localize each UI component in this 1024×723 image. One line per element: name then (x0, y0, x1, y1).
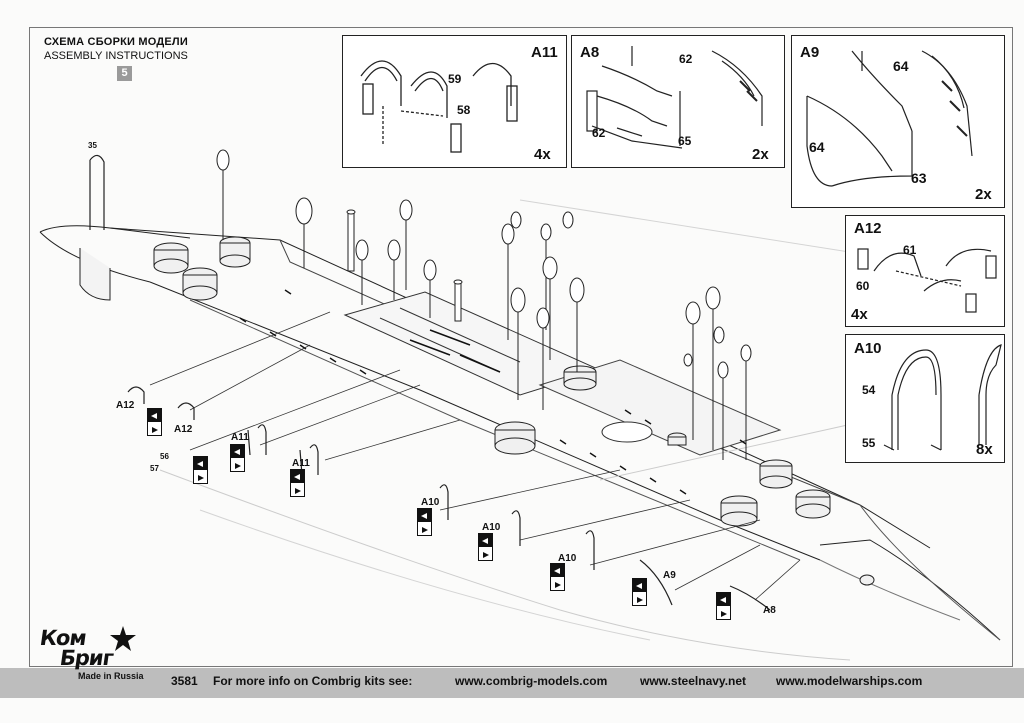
a11-parts-drawing (360, 60, 518, 153)
footer-info-text: For more info on Combrig kits see: (213, 674, 413, 688)
subassembly-a8-box: A8 62 62 65 2x (571, 35, 785, 168)
flip-orientation-icon (632, 578, 647, 606)
a9-part-64-top: 64 (893, 58, 909, 74)
link-steelnavy[interactable]: www.steelnavy.net (640, 674, 747, 688)
callout-part-56: 56 (160, 452, 169, 461)
flip-orientation-icon (193, 456, 208, 484)
a12-title: A12 (854, 220, 882, 237)
a12-quantity: 4x (851, 306, 868, 323)
flip-orientation-icon (550, 563, 565, 591)
a8-part-65: 65 (678, 134, 692, 148)
a12-part-61: 61 (903, 243, 917, 257)
subassembly-a10-box: A10 54 55 8x (845, 334, 1005, 463)
part-label-35: 35 (88, 141, 97, 150)
flip-orientation-icon (478, 533, 493, 561)
callout-a10-3: A10 (558, 553, 577, 564)
a8-quantity: 2x (752, 146, 769, 163)
a9-title: A9 (800, 44, 820, 61)
callout-a8: A8 (763, 605, 776, 616)
a10-parts-drawing (883, 344, 1002, 451)
callout-a12-2: A12 (174, 424, 193, 435)
flip-orientation-icon (417, 508, 432, 536)
callout-a9: A9 (663, 570, 676, 581)
a9-part-64-left: 64 (809, 139, 825, 155)
link-modelwarships[interactable]: www.modelwarships.com (776, 674, 923, 688)
callout-a12-1: A12 (116, 400, 135, 411)
callout-a10-1: A10 (421, 497, 440, 508)
flip-orientation-icon (147, 408, 162, 436)
a10-part-54: 54 (862, 383, 876, 397)
a9-part-63: 63 (911, 170, 927, 186)
link-combrig-models[interactable]: www.combrig-models.com (455, 674, 608, 688)
step-number-badge: 5 (117, 66, 132, 81)
flip-orientation-icon (716, 592, 731, 620)
kit-number: 3581 (171, 674, 198, 688)
logo-line-2: Бриг (58, 646, 115, 670)
a9-parts-drawing (806, 50, 973, 187)
a9-quantity: 2x (975, 186, 992, 203)
star-icon (110, 626, 136, 651)
page-frame (29, 27, 1013, 667)
combrig-logo: Ком Бриг Made in Russia (38, 626, 145, 690)
a11-quantity: 4x (534, 146, 551, 163)
a11-part-58: 58 (457, 103, 471, 117)
a10-quantity: 8x (976, 441, 993, 458)
a8-part-62-bottom: 62 (592, 126, 606, 140)
subassembly-a9-box: A9 64 64 63 2x (791, 35, 1005, 208)
callout-a11-1: A11 (231, 432, 249, 443)
flip-orientation-icon (230, 444, 245, 472)
callout-a11-2: A11 (292, 458, 310, 469)
callout-a10-2: A10 (482, 522, 501, 533)
a11-title: A11 (531, 44, 558, 61)
subassembly-a12-box: A12 61 60 4x (845, 215, 1005, 327)
footer-bar: 3581 For more info on Combrig kits see: … (0, 668, 1024, 698)
a11-part-59: 59 (448, 72, 462, 86)
a8-part-62-top: 62 (679, 52, 693, 66)
flip-orientation-icon (290, 469, 305, 497)
a8-parts-drawing (586, 46, 763, 149)
made-in-russia: Made in Russia (78, 671, 144, 681)
a12-parts-drawing (857, 248, 997, 313)
callout-part-57: 57 (150, 464, 159, 473)
title-russian: СХЕМА СБОРКИ МОДЕЛИ (44, 36, 188, 48)
a10-part-55: 55 (862, 436, 876, 450)
a10-title: A10 (854, 340, 882, 357)
a8-title: A8 (580, 44, 600, 61)
subassembly-a11-box: A11 59 58 4x (342, 35, 567, 168)
title-english: ASSEMBLY INSTRUCTIONS (44, 50, 188, 62)
a12-part-60: 60 (856, 279, 870, 293)
